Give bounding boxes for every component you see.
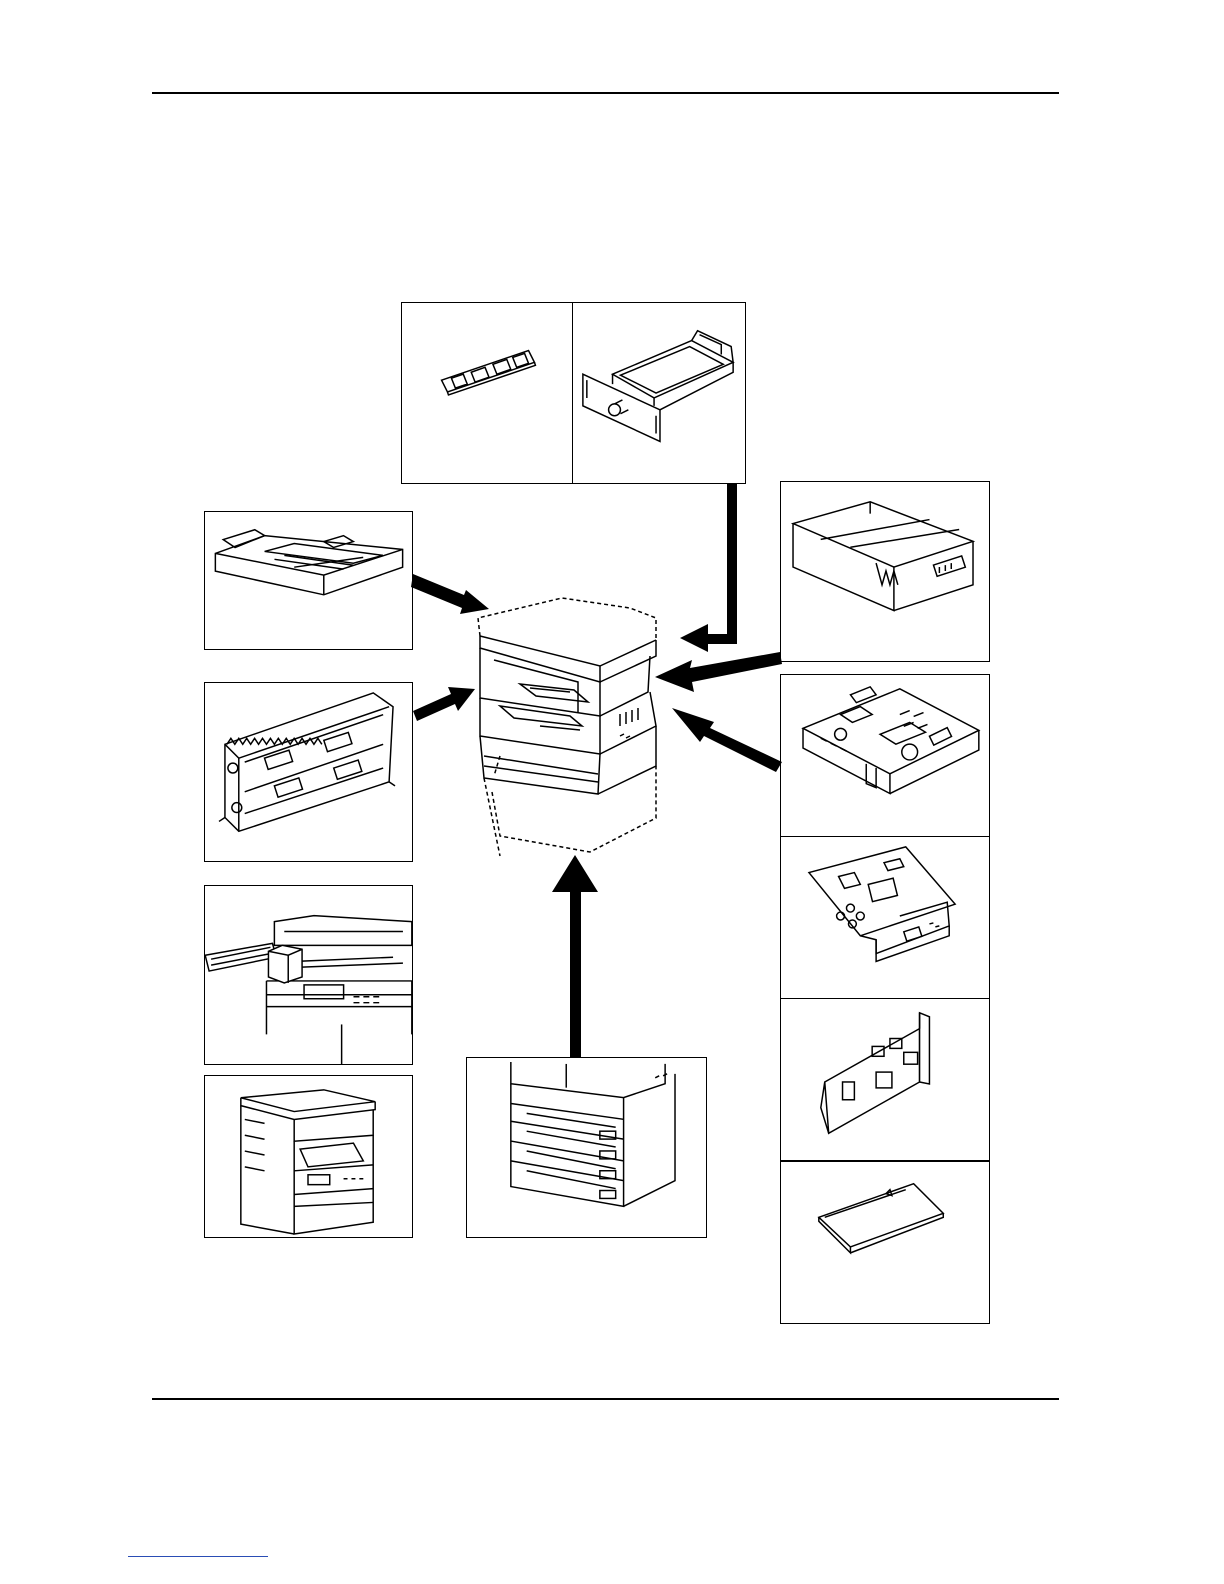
arrow-hard-disk bbox=[680, 484, 737, 652]
option-fax-kit-box bbox=[780, 481, 990, 662]
copier-main-unit-icon bbox=[470, 596, 670, 856]
network-card-icon bbox=[781, 837, 989, 998]
option-printer-board-box bbox=[780, 674, 990, 837]
option-hard-disk-box bbox=[572, 302, 746, 484]
printer-board-icon bbox=[781, 675, 989, 836]
option-duplex-unit-box bbox=[204, 682, 413, 862]
memory-module-icon bbox=[402, 303, 573, 483]
interface-card-icon bbox=[781, 999, 989, 1160]
job-separator-icon bbox=[205, 886, 412, 1064]
arrow-paper-feeder bbox=[552, 855, 598, 1057]
hard-disk-icon bbox=[573, 303, 745, 483]
footer-rule bbox=[152, 1398, 1059, 1400]
copier-icon bbox=[205, 1076, 412, 1237]
option-network-card-box bbox=[780, 836, 990, 999]
arrow-duplex-unit bbox=[413, 687, 475, 721]
option-copier-accessory-box bbox=[204, 1075, 413, 1238]
fax-kit-icon bbox=[781, 482, 989, 661]
option-memory-box bbox=[401, 302, 574, 484]
header-rule bbox=[152, 92, 1059, 94]
document-processor-icon bbox=[205, 512, 412, 649]
option-job-separator-box bbox=[204, 885, 413, 1065]
option-document-processor-box bbox=[204, 511, 413, 650]
arrow-printer-board bbox=[672, 708, 782, 772]
option-interface-card-box bbox=[780, 998, 990, 1161]
arrow-fax-kit bbox=[655, 652, 782, 692]
memory-card-icon bbox=[781, 1162, 989, 1323]
option-memory-card-box bbox=[780, 1161, 990, 1324]
option-paper-feeder-box bbox=[466, 1057, 707, 1238]
main-unit bbox=[470, 596, 670, 856]
duplex-unit-icon bbox=[205, 683, 412, 861]
paper-feeder-icon bbox=[467, 1058, 706, 1237]
footer-link-underline bbox=[128, 1556, 268, 1557]
